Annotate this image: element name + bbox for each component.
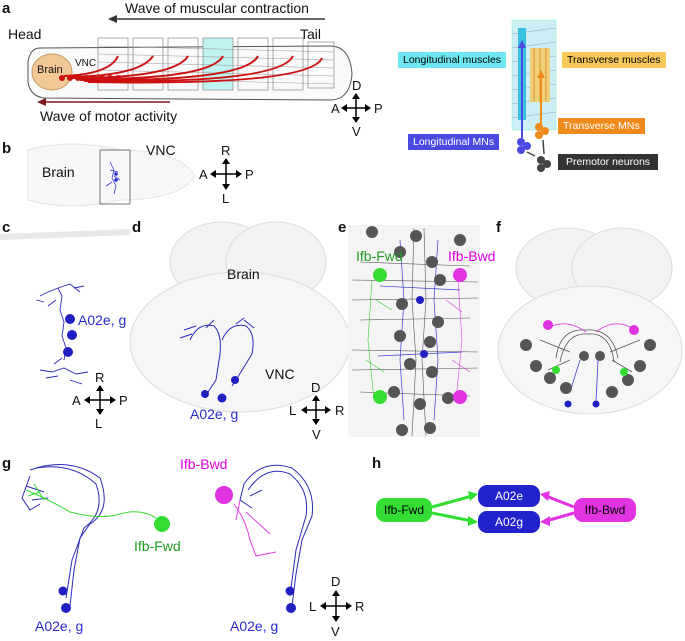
panel-h-letter: h [372,455,382,472]
h-fwd-node: Ifb-Fwd [376,498,432,522]
compass-d-down: V [312,427,321,442]
h-a02e-node: A02e [478,485,540,507]
compass-b-down: L [222,191,230,206]
compass-a-up: D [352,78,362,93]
g-neuron-label-left: A02e, g [35,618,84,634]
compass-g-up: D [331,574,341,589]
c-neuron-label: A02e, g [78,312,127,328]
panel-e-letter: e [338,219,347,236]
panel-c-letter: c [2,219,11,236]
panel-a-letter: a [2,0,11,17]
compass-g-left: L [309,599,317,614]
transverse-muscles-tag: Transverse muscles [562,52,666,68]
motor-wave-label: Wave of motor activity [40,108,178,124]
compass-d-left: L [289,403,297,418]
vnc-label-b: VNC [146,142,176,158]
compass-b-right: P [245,167,254,182]
longitudinal-mns-tag: Longitudinal MNs [408,134,500,150]
vnc-label-a: VNC [75,58,97,69]
compass-c-up: R [95,370,105,385]
premotor-neurons-tag: Premotor neurons [558,154,659,170]
panel-b-letter: b [2,140,12,157]
e-fwd-label: Ifb-Fwd [356,248,403,264]
longitudinal-muscles-tag: Longitudinal muscles [398,52,507,68]
panel-g-letter: g [2,455,12,472]
compass-d-right: R [335,403,345,418]
g-bwd-label: Ifb-Bwd [180,456,228,472]
panel-f-letter: f [496,219,501,236]
d-neuron-label: A02e, g [190,406,239,422]
compass-a-right: P [374,101,383,116]
compass-a-left: A [331,101,340,116]
g-fwd-label: Ifb-Fwd [134,538,181,554]
head-label: Head [8,26,42,42]
muscle-wave-label: Wave of muscular contraction [125,0,309,16]
brain-label-a: Brain [37,64,63,76]
compass-a-down: V [352,124,361,139]
compass-g-down: V [331,624,340,639]
e-bwd-label: Ifb-Bwd [448,248,496,264]
brain-label-d: Brain [227,266,260,282]
vnc-label-d: VNC [265,366,295,382]
h-bwd-node: Ifb-Bwd [574,498,636,522]
compass-g-right: R [355,599,365,614]
g-neuron-label-right: A02e, g [230,618,279,634]
transverse-mns-tag: Transverse MNs [558,118,645,134]
panel-d-letter: d [132,219,142,236]
compass-b-left: A [199,167,208,182]
compass-b-up: R [221,143,231,158]
compass-c-left: A [72,393,81,408]
brain-label-b: Brain [42,164,75,180]
compass-c-right: P [119,393,128,408]
compass-c-down: L [95,416,103,431]
tail-label: Tail [300,26,322,42]
compass-d-up: D [311,380,321,395]
h-a02g-node: A02g [478,511,540,533]
